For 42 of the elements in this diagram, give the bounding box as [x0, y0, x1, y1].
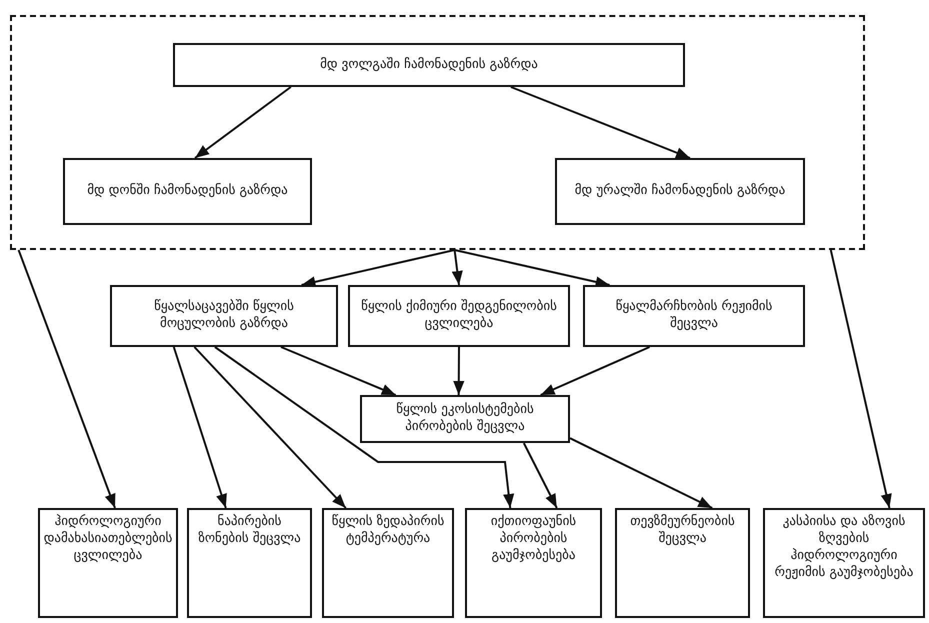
arrow	[453, 347, 464, 395]
process-box	[322, 508, 454, 618]
process-box	[360, 395, 570, 443]
box-text: კასპიისა და აზოვის ზღვების ჰიდროლოგიური რეჟიმის გაუმჯობესება	[774, 514, 914, 582]
arrow	[452, 250, 463, 286]
process-box	[555, 158, 805, 225]
arrow	[522, 442, 558, 508]
arrow	[570, 437, 713, 509]
box-text: მდ ურალში ჩამონადენის გაზრდა	[574, 183, 786, 200]
arrow	[214, 346, 514, 508]
arrow	[454, 249, 610, 288]
arrow	[830, 250, 892, 508]
box-text: წყალმარჩხობის რეჟიმის შეცვლა	[614, 299, 774, 333]
box-text: წყალსაცავებში წყლის მოცულობის გაზრდა	[153, 299, 295, 333]
process-box	[110, 285, 338, 347]
box-text: მდ დონში ჩამონადენის გაზრდა	[87, 183, 288, 200]
box-text: წყლის ზედაპირის ტემპერატურა	[330, 514, 446, 548]
process-box	[763, 508, 925, 618]
arrow	[18, 250, 116, 508]
arrow	[510, 86, 690, 159]
process-box	[465, 508, 602, 618]
box-text: იქთიოფაუნის პირობების გაუმჯობესება	[490, 514, 578, 565]
process-box	[348, 285, 570, 347]
process-box	[63, 158, 312, 225]
arrow	[540, 346, 650, 396]
box-text: მდ ვოლგაში ჩამონადენის გაზრდა	[320, 56, 538, 74]
box-text: ნაპირების ზონების შეცვლა	[197, 514, 302, 548]
arrow	[280, 346, 396, 396]
process-box	[583, 285, 805, 347]
process-box	[187, 508, 312, 618]
arrow	[301, 249, 455, 288]
arrow	[172, 346, 227, 508]
process-box	[615, 508, 750, 618]
box-text: წყლის ქიმიური შედგენილობის ცვლილება	[360, 299, 558, 333]
box-text: თევზმეურნეობის შეცვლა	[629, 514, 736, 548]
arrow	[194, 346, 347, 509]
box-text: წყლის ეკოსისტემების პირობების შეცვლა	[395, 402, 535, 436]
process-box	[38, 508, 178, 618]
dashed-group-frame	[10, 15, 865, 250]
box-text: ჰიდროლოგიური დამახასიათებლების ცვლილება	[44, 514, 172, 565]
process-box	[173, 43, 685, 87]
arrow	[194, 86, 292, 159]
